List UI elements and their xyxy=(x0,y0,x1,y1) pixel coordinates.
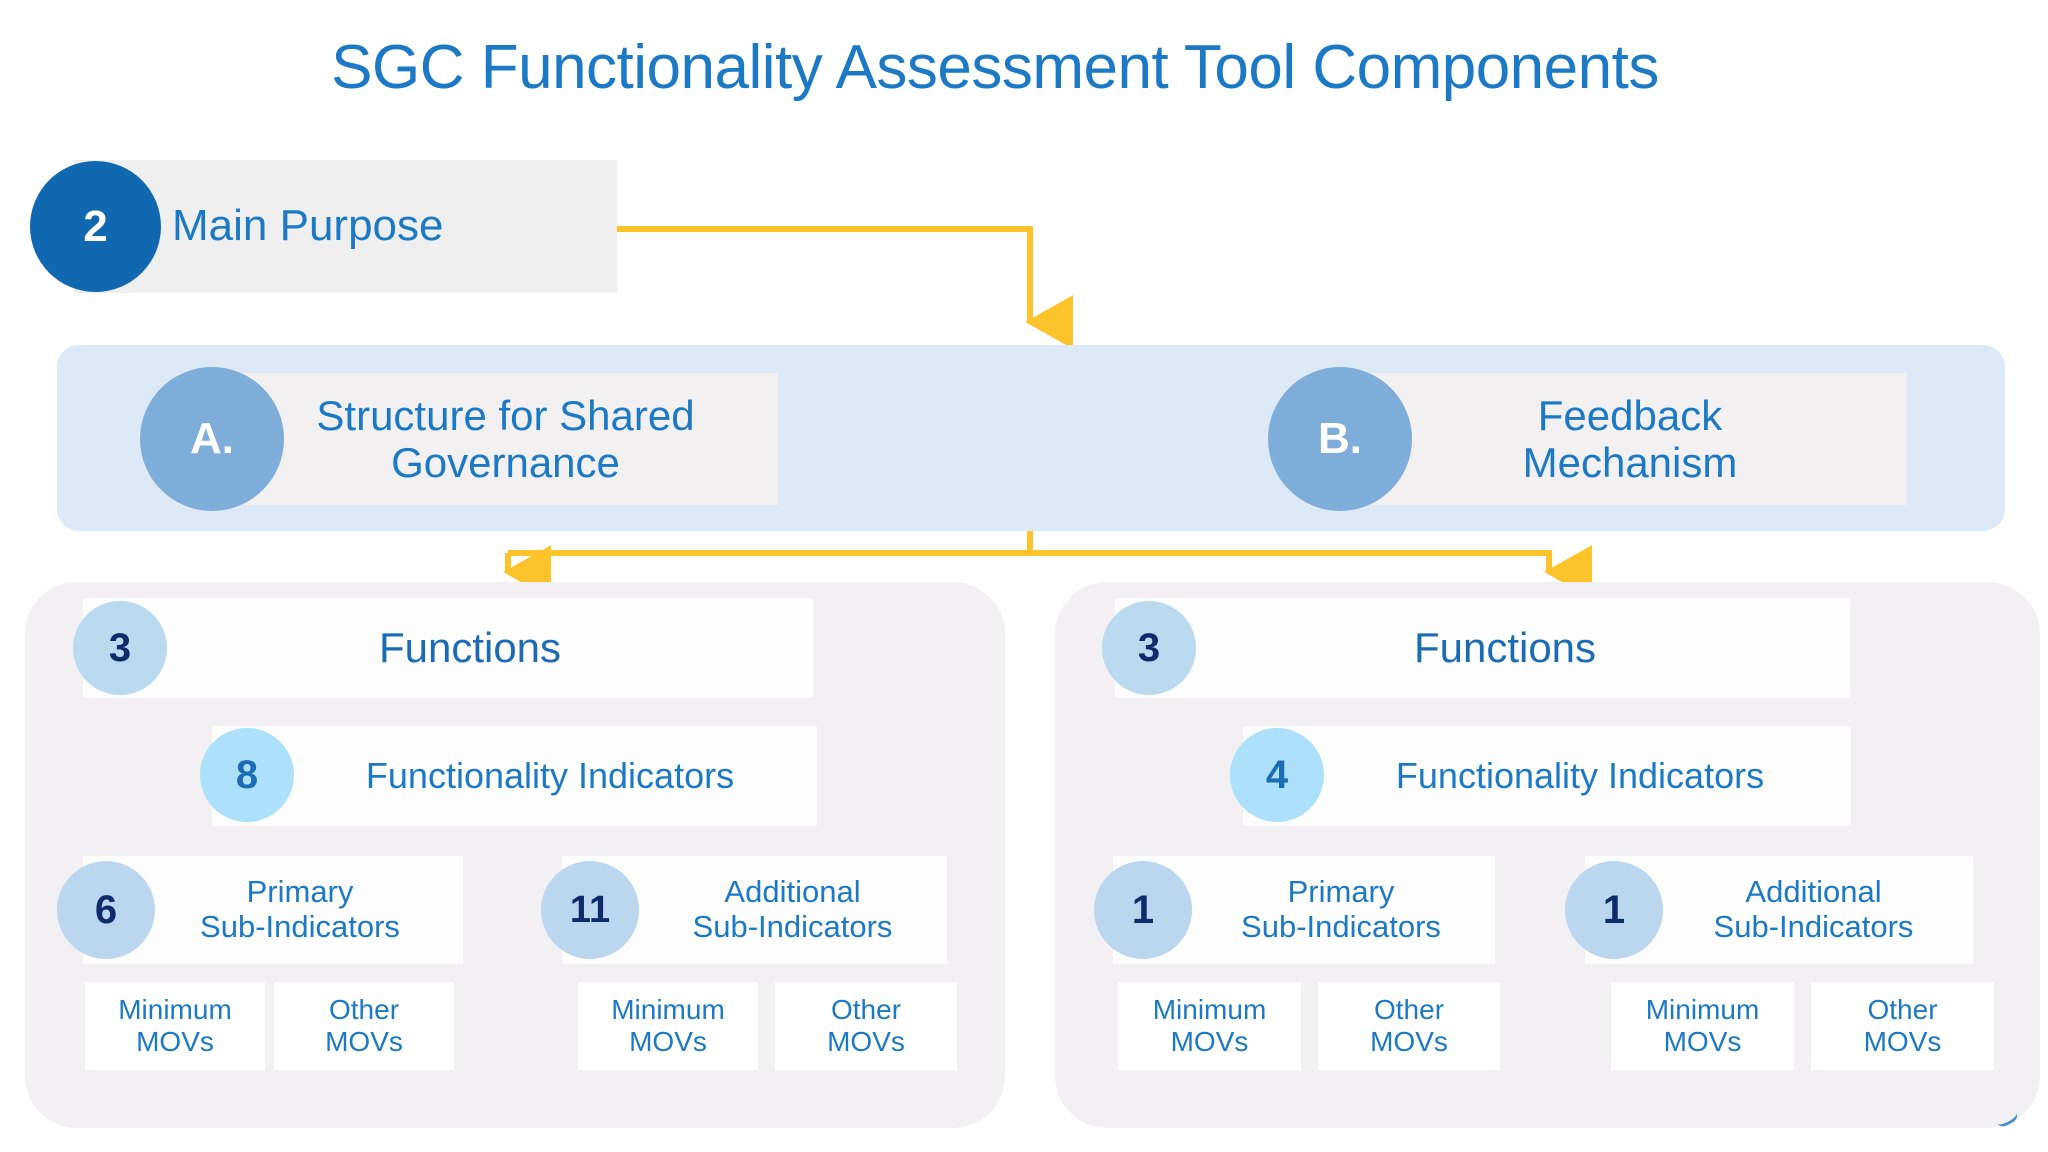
branch-a-additional-minimum-movs[interactable]: Minimum MOVs xyxy=(578,982,758,1070)
mov-line2: MOVs xyxy=(1663,1026,1742,1057)
mov-line1: Other xyxy=(1867,993,1938,1025)
branch-a-functions-box[interactable] xyxy=(83,598,813,698)
branch-b-additional-sub-count: 1 xyxy=(1565,861,1663,959)
additional-sub-line2: Sub-Indicators xyxy=(1713,909,1914,944)
main-purpose-label: Main Purpose xyxy=(172,201,444,251)
mov-line1: Minimum xyxy=(611,993,725,1025)
mov-line2: MOVs xyxy=(827,1026,905,1057)
mov-line1: Minimum xyxy=(1645,993,1760,1025)
mov-line2: MOVs xyxy=(1863,1026,1942,1057)
branch-a-title-line1: Structure for Shared xyxy=(316,391,695,439)
branch-b-letter-circle: B. xyxy=(1268,367,1412,511)
branch-b-title: Feedback Mechanism xyxy=(1410,374,1850,504)
mov-line1: Minimum xyxy=(1152,993,1267,1025)
branch-a-title-line2: Governance xyxy=(391,439,620,486)
branch-a-title: Structure for Shared Governance xyxy=(278,374,733,504)
branch-b-additional-other-movs[interactable]: Other MOVs xyxy=(1811,982,1994,1070)
additional-sub-line1: Additional xyxy=(1745,874,1882,910)
mov-line2: MOVs xyxy=(629,1026,707,1057)
mov-line2: MOVs xyxy=(1170,1026,1249,1057)
page-title: SGC Functionality Assessment Tool Compon… xyxy=(331,33,1659,102)
primary-sub-line1: Primary xyxy=(1287,874,1395,910)
branch-b-indicators-box[interactable] xyxy=(1243,726,1851,826)
branch-a-letter-circle: A. xyxy=(140,367,284,511)
branch-a-additional-other-movs[interactable]: Other MOVs xyxy=(775,982,957,1070)
branch-b-title-line1: Feedback xyxy=(1537,391,1723,439)
branch-b-additional-minimum-movs[interactable]: Minimum MOVs xyxy=(1611,982,1794,1070)
arrow-main-to-band xyxy=(617,226,1074,349)
branch-b-primary-other-movs[interactable]: Other MOVs xyxy=(1318,982,1500,1070)
branch-a-additional-sub-count: 11 xyxy=(541,861,639,959)
mov-line2: MOVs xyxy=(1370,1026,1448,1057)
branch-b-primary-sub-label: Primary Sub-Indicators xyxy=(1205,858,1477,962)
branch-b-title-line2: Mechanism xyxy=(1522,439,1738,486)
branch-a-indicators-count: 8 xyxy=(200,728,294,822)
branch-a-indicators-box[interactable] xyxy=(212,726,817,826)
main-purpose-count-circle: 2 xyxy=(30,161,161,292)
mov-line1: Other xyxy=(328,993,400,1025)
branch-b-functions-count: 3 xyxy=(1102,601,1196,695)
branch-a-additional-sub-label: Additional Sub-Indicators xyxy=(655,858,930,962)
mov-line1: Minimum xyxy=(118,993,232,1025)
additional-sub-line2: Sub-Indicators xyxy=(692,909,893,944)
mov-line2: MOVs xyxy=(136,1026,214,1057)
branch-b-indicators-count: 4 xyxy=(1230,728,1324,822)
mov-line1: Other xyxy=(830,993,902,1025)
branch-b-functions-box[interactable] xyxy=(1115,598,1850,698)
branch-a-primary-sub-label: Primary Sub-Indicators xyxy=(165,858,435,962)
branch-b-primary-sub-count: 1 xyxy=(1094,861,1192,959)
primary-sub-line2: Sub-Indicators xyxy=(200,909,400,944)
branch-b-additional-sub-label: Additional Sub-Indicators xyxy=(1676,858,1951,962)
branch-a-primary-other-movs[interactable]: Other MOVs xyxy=(274,982,454,1070)
branch-b-primary-minimum-movs[interactable]: Minimum MOVs xyxy=(1118,982,1301,1070)
main-purpose-box[interactable] xyxy=(74,160,617,293)
additional-sub-line1: Additional xyxy=(724,874,861,910)
branch-a-functions-label: Functions xyxy=(378,624,562,672)
primary-sub-line2: Sub-Indicators xyxy=(1241,909,1441,944)
branch-b-indicators-label: Functionality Indicators xyxy=(1395,754,1765,796)
branch-a-primary-sub-count: 6 xyxy=(57,861,155,959)
primary-sub-line1: Primary xyxy=(246,874,354,910)
mov-line2: MOVs xyxy=(325,1026,403,1057)
mov-line1: Other xyxy=(1373,993,1445,1025)
branch-a-primary-minimum-movs[interactable]: Minimum MOVs xyxy=(85,982,265,1070)
branch-a-indicators-label: Functionality Indicators xyxy=(365,754,735,796)
branch-b-functions-label: Functions xyxy=(1413,624,1597,672)
branch-a-functions-count: 3 xyxy=(73,601,167,695)
